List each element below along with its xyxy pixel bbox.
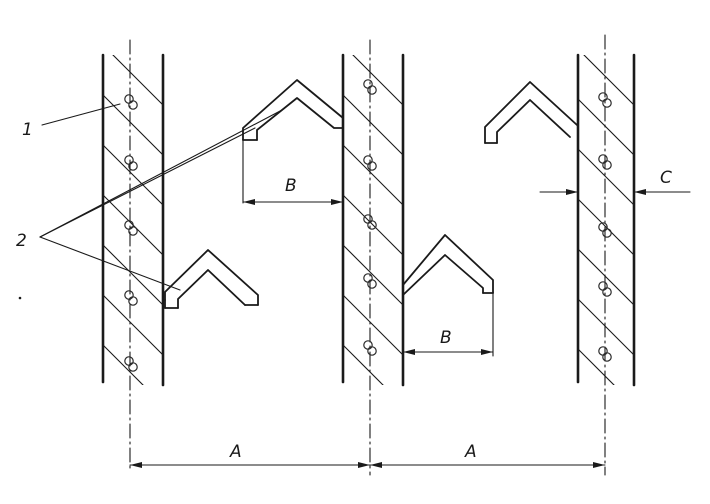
- bolt-icon: [124, 94, 138, 110]
- dimension-c: C: [539, 168, 691, 195]
- hatch-line: [633, 55, 634, 56]
- hatch-line: [103, 144, 163, 206]
- column-1-bolts: [124, 94, 138, 372]
- column-2-bolts: [363, 79, 377, 356]
- chevron-piece-lower-left: [164, 249, 259, 309]
- bolt-icon: [363, 214, 377, 230]
- dimension-c-label: C: [660, 168, 672, 188]
- column-3-hatching: [578, 55, 634, 455]
- hatch-line: [352, 55, 403, 106]
- chevron-piece-lower-middle: [402, 234, 494, 357]
- hatch-line: [343, 144, 403, 206]
- hatch-line: [103, 94, 163, 156]
- bolt-icon: [363, 79, 377, 95]
- bolt-icon: [598, 222, 612, 238]
- callout-1: 1: [22, 103, 121, 140]
- hatch-line: [103, 244, 163, 306]
- hatch-line: [103, 294, 163, 356]
- hatch-line: [103, 395, 163, 455]
- bolt-icon: [598, 154, 612, 170]
- bolt-icon: [124, 356, 138, 372]
- hatch-line: [343, 294, 403, 356]
- column-3: [576, 34, 636, 476]
- dimension-b-bottom-label: B: [440, 328, 452, 348]
- hatch-line: [578, 198, 634, 256]
- hatch-line: [162, 55, 163, 56]
- hatch-line: [402, 55, 403, 56]
- hatch-line: [578, 98, 634, 156]
- hatch-line: [578, 348, 615, 385]
- bolt-icon: [363, 340, 377, 356]
- hatch-line: [578, 248, 634, 306]
- dimension-a-right-label: A: [464, 442, 477, 462]
- hatch-line: [578, 298, 634, 356]
- hatch-line: [112, 55, 163, 106]
- column-3-bolts: [598, 92, 612, 362]
- hatch-line: [343, 194, 403, 256]
- hatch-line: [343, 244, 403, 306]
- bolt-icon: [363, 273, 377, 289]
- column-2: [341, 39, 405, 476]
- hatch-line: [578, 399, 634, 455]
- callout-2: 2: [16, 109, 283, 291]
- bolt-icon: [124, 290, 138, 306]
- hatch-line: [343, 395, 403, 455]
- dimension-b-bottom: B: [402, 328, 494, 355]
- hatch-line: [578, 148, 634, 206]
- hatch-line: [343, 94, 403, 156]
- bolt-icon: [124, 155, 138, 171]
- dimension-b-top: B: [242, 176, 344, 205]
- bolt-icon: [598, 281, 612, 297]
- bolt-icon: [598, 346, 612, 362]
- dimension-b-top-label: B: [285, 176, 297, 196]
- callout-1-label: 1: [22, 120, 33, 140]
- hatch-line: [343, 344, 384, 385]
- bolt-icon: [598, 92, 612, 108]
- bolt-icon: [363, 155, 377, 171]
- chevron-piece-upper-right: [484, 81, 578, 144]
- hatch-line: [103, 344, 144, 385]
- stray-dot: [18, 296, 22, 300]
- dimension-a-left-label: A: [229, 442, 242, 462]
- bolt-icon: [124, 220, 138, 236]
- column-2-hatching: [343, 55, 403, 455]
- dimension-a: A A: [129, 442, 606, 468]
- hatch-line: [583, 55, 634, 106]
- callout-2-label: 2: [16, 231, 27, 251]
- column-1: [101, 39, 165, 471]
